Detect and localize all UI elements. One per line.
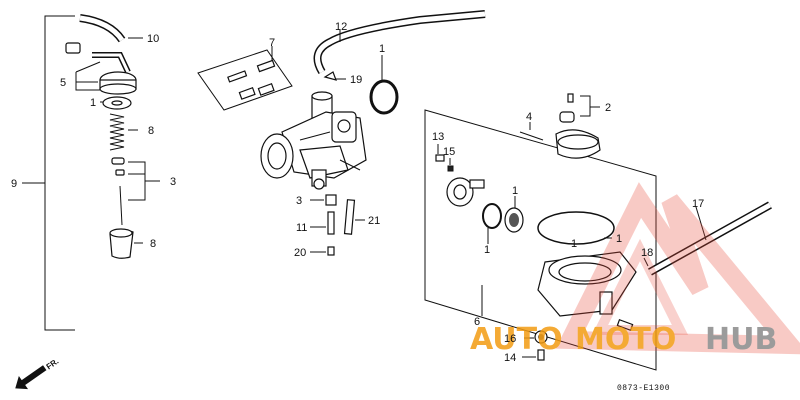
jet-components	[310, 194, 365, 256]
callout-3-jet: 3	[296, 195, 302, 207]
watermark-logo: AUTO MOTO HUB	[470, 182, 800, 357]
callout-3: 3	[170, 176, 176, 188]
drain-screws	[522, 319, 634, 361]
gasket-part	[537, 211, 615, 245]
jet-needle-set-part	[111, 157, 160, 226]
callout-18: 18	[641, 247, 653, 259]
callout-6: 6	[474, 316, 480, 328]
o-ring-part	[369, 55, 399, 115]
fuel-line-part	[313, 10, 486, 81]
float-bowl-part	[481, 251, 637, 317]
callout-1-gasket: 1	[616, 233, 622, 245]
front-label: FR.	[45, 357, 61, 372]
pump-cover-parts	[519, 93, 601, 159]
watermark-hub: HUB	[705, 322, 777, 357]
air-cutoff-valve-parts	[435, 144, 524, 244]
callout-20: 20	[294, 247, 306, 259]
callout-16: 16	[504, 333, 516, 345]
callout-11: 11	[296, 222, 307, 234]
drain-tube-part	[643, 201, 772, 276]
vent-tube-part	[79, 14, 143, 43]
callout-8-valve: 8	[150, 238, 156, 250]
callout-8: 8	[148, 125, 154, 137]
callout-14: 14	[504, 352, 516, 364]
callout-1-oring: 1	[379, 43, 385, 55]
callout-1-cover: 1	[512, 185, 518, 197]
callout-12: 12	[335, 21, 347, 33]
carb-top-cap-part	[65, 42, 137, 95]
carburetor-body	[260, 91, 367, 190]
callout-9: 9	[11, 178, 17, 190]
callout-5: 5	[60, 77, 66, 89]
callout-13: 13	[432, 131, 444, 143]
callout-1: 1	[90, 97, 96, 109]
diagram-code: 0873-E1300	[617, 384, 670, 393]
callout-21: 21	[368, 215, 380, 227]
throttle-valve-part	[109, 228, 143, 259]
watermark-moto: MOTO	[575, 322, 676, 357]
callout-4: 4	[526, 111, 532, 123]
callout-17: 17	[692, 198, 704, 210]
front-arrow-icon: FR.	[15, 357, 61, 390]
washer-part	[100, 96, 132, 110]
callout-19: 19	[350, 74, 362, 86]
group-9-bracket	[22, 15, 75, 331]
callout-2: 2	[605, 102, 611, 114]
callout-1-bowl: 1	[571, 238, 577, 250]
callout-7: 7	[269, 37, 275, 49]
callout-10: 10	[147, 33, 159, 45]
watermark-auto: AUTO	[470, 322, 563, 357]
callout-15: 15	[443, 146, 455, 158]
throttle-spring-part	[109, 113, 138, 151]
callout-1-ring: 1	[484, 244, 490, 256]
parts-kit-7	[197, 46, 293, 111]
